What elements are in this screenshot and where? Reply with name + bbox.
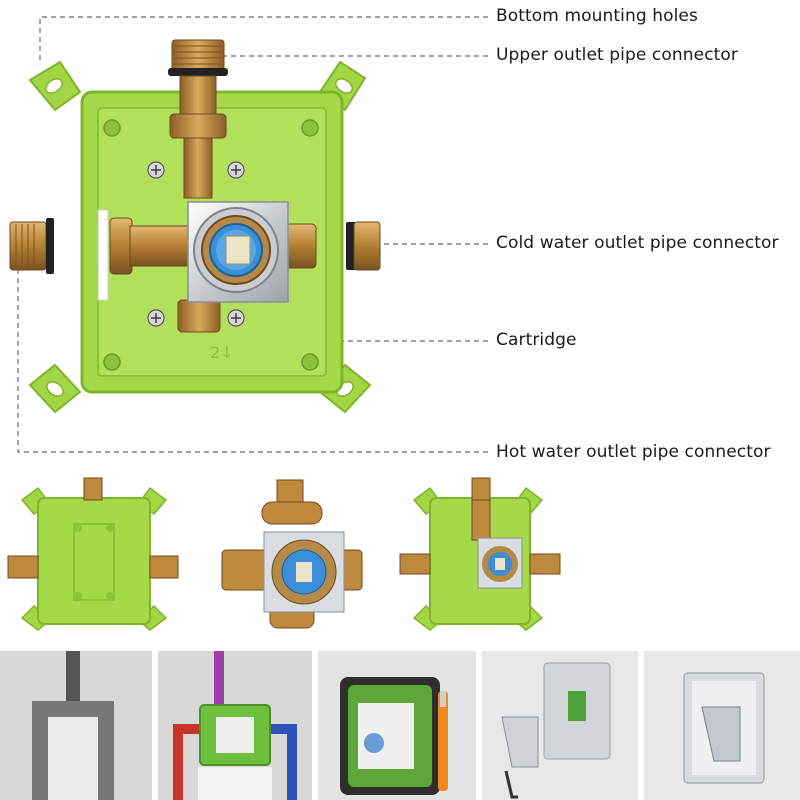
install-step-2-panel	[158, 651, 312, 800]
back-view-box	[7, 477, 179, 631]
svg-text:2↓: 2↓	[210, 343, 234, 362]
main-valve-box: 2↓	[9, 39, 381, 414]
callout-line-hot-outlet	[17, 260, 488, 453]
label-upper-outlet-pipe-connector: Upper outlet pipe connector	[496, 45, 738, 65]
valve-body-view	[221, 479, 363, 629]
label-hot-water-outlet-pipe-connector: Hot water outlet pipe connector	[496, 442, 771, 462]
label-cold-water-outlet-pipe-connector: Cold water outlet pipe connector	[496, 233, 779, 253]
front-view-box	[399, 477, 561, 631]
label-cartridge: Cartridge	[496, 330, 577, 350]
callout-line-bottom-mounting-holes	[39, 16, 488, 62]
label-bottom-mounting-holes: Bottom mounting holes	[496, 6, 698, 26]
install-step-1-panel	[0, 651, 152, 800]
install-step-5-panel	[644, 651, 800, 800]
install-step-3-panel	[318, 651, 476, 800]
install-step-4-panel	[482, 651, 638, 800]
